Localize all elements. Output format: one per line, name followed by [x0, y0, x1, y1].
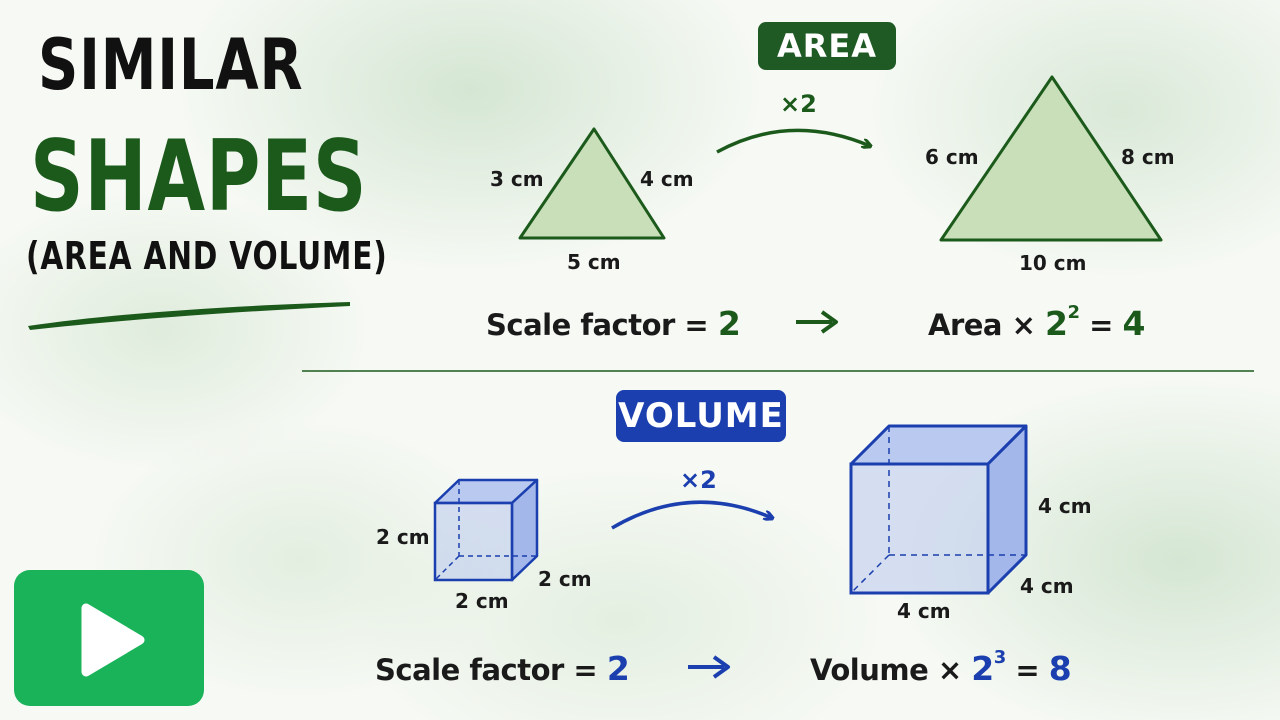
large-triangle-base-label: 10 cm: [1019, 251, 1087, 275]
title-underline: [28, 302, 350, 330]
small-triangle-right-label: 4 cm: [640, 167, 694, 191]
large-triangle: [939, 75, 1163, 242]
title-subtitle: (AREA AND VOLUME): [26, 234, 388, 278]
area-multiplier: ×2: [780, 90, 817, 118]
volume-multiplier: ×2: [680, 466, 717, 494]
volume-scale-factor: Scale factor = 2: [375, 649, 630, 688]
area-curved-arrow: [716, 128, 870, 154]
small-cube: [433, 478, 539, 582]
small-triangle: [518, 127, 666, 240]
small-cube-width-label: 2 cm: [455, 589, 509, 613]
play-icon: [81, 603, 145, 677]
large-triangle-left-label: 6 cm: [925, 145, 979, 169]
small-cube-depth-label: 2 cm: [538, 567, 592, 591]
large-cube: [849, 424, 1028, 595]
play-button[interactable]: [14, 570, 204, 706]
small-cube-height-label: 2 cm: [376, 525, 430, 549]
large-triangle-right-label: 8 cm: [1121, 145, 1175, 169]
area-scale-factor: Scale factor = 2: [486, 304, 741, 343]
volume-heading: VOLUME: [616, 390, 786, 442]
right-arrow-icon: [796, 310, 838, 334]
small-triangle-base-label: 5 cm: [567, 250, 621, 274]
title-similar: SIMILAR: [38, 24, 304, 106]
small-triangle-left-label: 3 cm: [490, 167, 544, 191]
right-arrow-icon: [688, 655, 730, 679]
large-cube-depth-label: 4 cm: [1020, 574, 1074, 598]
area-heading: AREA: [758, 22, 896, 70]
title-shapes: SHAPES: [30, 120, 368, 234]
area-result: Area × 22 = 4: [928, 302, 1146, 343]
volume-result: Volume × 23 = 8: [810, 647, 1072, 688]
large-cube-width-label: 4 cm: [897, 599, 951, 623]
large-cube-height-label: 4 cm: [1038, 494, 1092, 518]
volume-curved-arrow: [611, 500, 772, 530]
